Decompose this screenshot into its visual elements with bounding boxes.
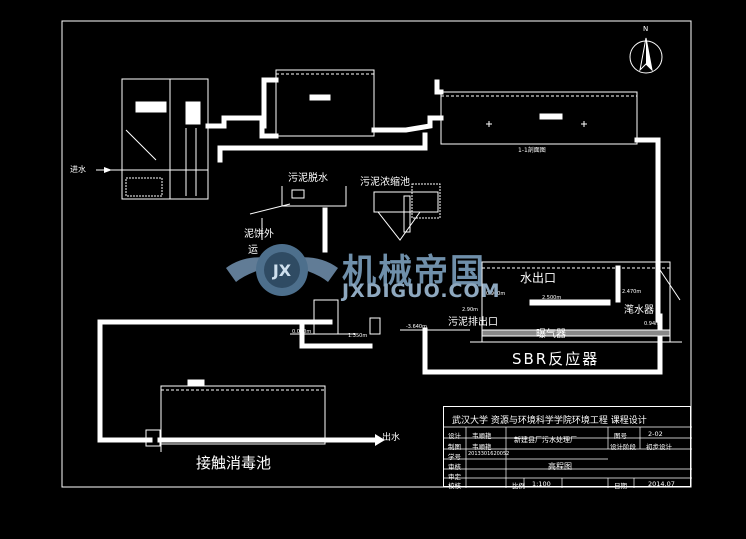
tb-k1-0: 设计 xyxy=(448,432,461,440)
sbr-reactor xyxy=(470,261,682,343)
primary-tank xyxy=(275,69,375,137)
tb-k1-4: 审定 xyxy=(448,473,461,481)
tb-k1-1: 制图 xyxy=(448,443,461,451)
elevation-3: 0.000m xyxy=(292,329,312,335)
tb-scale-k: 比例 xyxy=(512,482,525,490)
grit-chamber xyxy=(121,78,209,200)
sludge-dewater xyxy=(249,186,347,240)
pump-station xyxy=(290,299,470,335)
watermark-badge: JX xyxy=(272,261,292,280)
label-sludge-dewater: 污泥脱水 xyxy=(288,173,328,184)
tb-k2-0: 图号 xyxy=(614,432,627,440)
watermark-cn: 机械帝国 xyxy=(342,252,486,292)
outlet-arrow-icon xyxy=(375,434,385,446)
tb-v1-0: 韦顺艳 xyxy=(472,432,492,440)
label-decanter: 滗水器 xyxy=(624,305,654,316)
tb-scale-v: 1:100 xyxy=(532,480,551,488)
tb-v1-1: 韦顺艳 xyxy=(472,443,492,451)
drawing-frame xyxy=(61,20,692,488)
sbr-section xyxy=(440,91,638,145)
tb-k2-1: 设计阶段 xyxy=(610,443,636,451)
north-label: N xyxy=(643,25,649,33)
elevation-4: -3.640m xyxy=(406,324,427,330)
label-sludge-pump-1: 泥饼外 xyxy=(244,229,274,240)
label-inlet: 进水 xyxy=(70,165,86,174)
elevation-7: 2.90m xyxy=(462,307,479,313)
elevation-6: 2.500m xyxy=(542,295,562,301)
watermark-logo: JX xyxy=(226,244,338,296)
label-sbr: SBR反应器 xyxy=(512,350,600,368)
sludge-thickener xyxy=(373,183,441,241)
label-section: 1-1剖面图 xyxy=(518,147,546,154)
tb-k1-2: 学号 xyxy=(448,453,461,461)
contact-disinfection-tank xyxy=(145,379,326,452)
flow-pipes xyxy=(97,77,663,443)
tb-mid-3: 高程图 xyxy=(548,462,572,471)
title-block: 武汉大学 资源与环境科学学院环境工程 课程设计 设计 韦顺艳 图号 2-02 制… xyxy=(443,406,692,490)
title-block-header: 武汉大学 资源与环境科学学院环境工程 课程设计 xyxy=(452,416,647,426)
title-block-grid xyxy=(444,426,692,488)
tb-v2-1: 初步设计 xyxy=(646,443,672,451)
label-contact-tank: 接触消毒池 xyxy=(196,454,272,472)
label-sludge-thicken: 污泥浓缩池 xyxy=(360,177,410,188)
elevation-2: 0.900m xyxy=(486,291,506,297)
label-water-outlet: 水出口 xyxy=(520,271,557,285)
elevation-5: 1.350m xyxy=(348,333,368,339)
tb-date-k: 日期 xyxy=(614,482,627,490)
label-aeration: 曝气器 xyxy=(536,329,566,340)
tb-v1-2: 2013301620052 xyxy=(468,451,510,457)
north-arrow-icon xyxy=(629,37,663,74)
tb-date-v: 2014.07 xyxy=(648,480,675,488)
tb-v2-0: 2-02 xyxy=(648,430,663,438)
tb-mid-1: 新建县厂污水处理厂 xyxy=(514,436,577,444)
label-outlet: 出水 xyxy=(382,433,401,443)
elevation-8: 0.94m xyxy=(644,321,661,327)
elevation-1: 2.470m xyxy=(622,289,642,295)
label-sludge-pump-2: 运 xyxy=(248,245,258,256)
tb-k1-3: 审核 xyxy=(448,463,461,471)
tb-k1-5: 校核 xyxy=(448,482,461,490)
watermark-en: JXDIGUO.COM xyxy=(342,280,501,302)
label-sludge-outlet: 污泥排出口 xyxy=(448,317,498,328)
